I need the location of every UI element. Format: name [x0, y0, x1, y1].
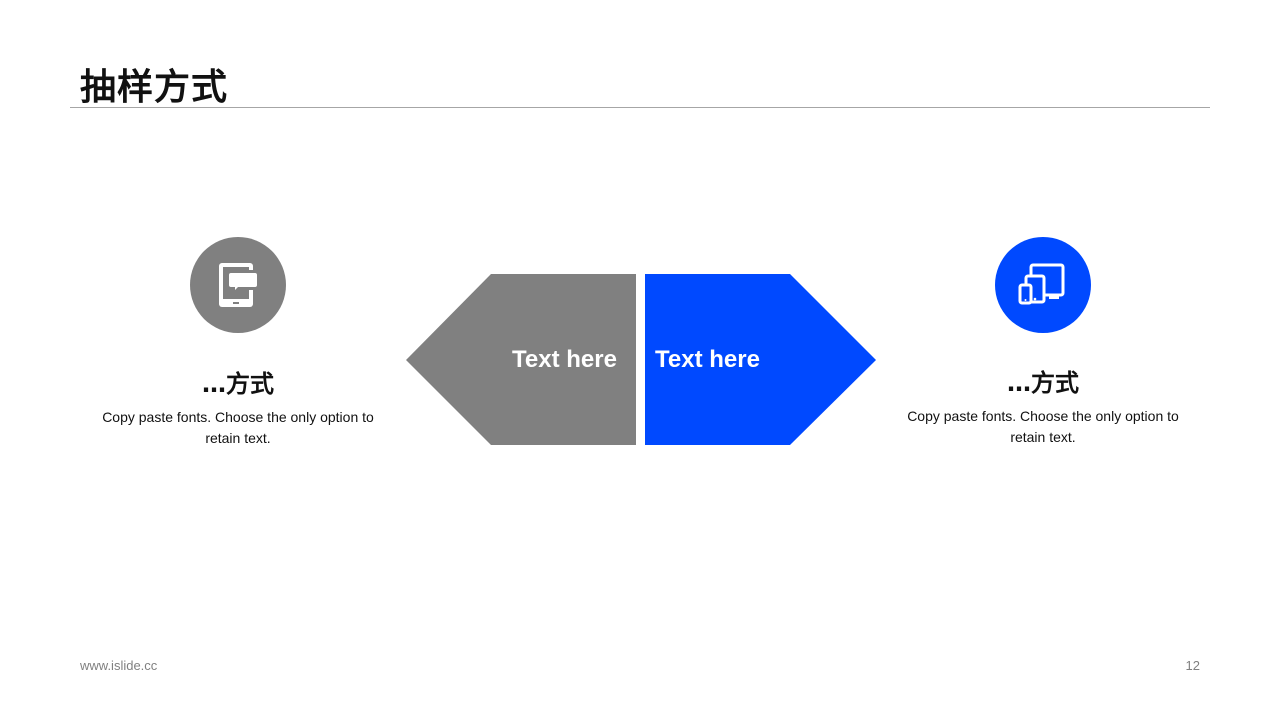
right-arrow-shape: [645, 274, 876, 445]
slide-title: 抽样方式: [80, 67, 229, 108]
page-number: 12: [1185, 658, 1200, 673]
footer-url[interactable]: www.islide.cc: [80, 658, 158, 673]
left-icon-circle: [190, 237, 286, 333]
devices-icon: [1018, 263, 1065, 305]
right-icon-circle: [995, 237, 1091, 333]
right-heading: …方式: [1007, 369, 1079, 397]
tablet-chat-icon: [219, 263, 260, 307]
left-description: Copy paste fonts. Choose the only option…: [102, 409, 374, 446]
left-arrow-label: Text here: [512, 346, 617, 373]
right-description: Copy paste fonts. Choose the only option…: [907, 408, 1179, 445]
right-arrow-label: Text here: [655, 346, 760, 373]
title-divider: [70, 107, 1210, 108]
left-heading: …方式: [202, 370, 274, 398]
center-arrows: [406, 274, 876, 445]
left-arrow-shape: [406, 274, 636, 445]
